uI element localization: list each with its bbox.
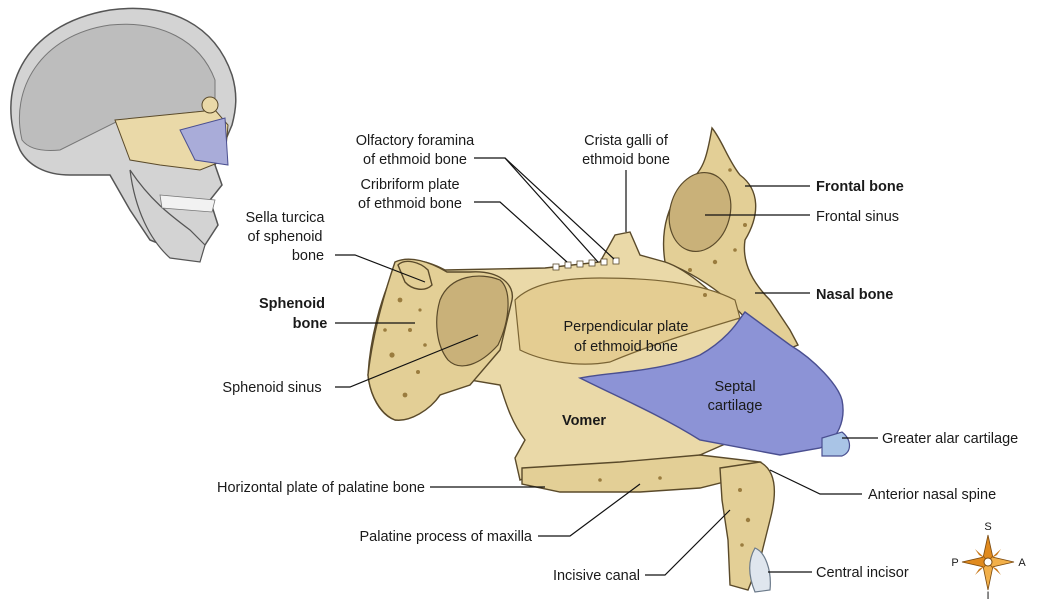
palatine-shape bbox=[521, 454, 762, 493]
compass-s: S bbox=[984, 521, 991, 533]
label-vomer: Vomer bbox=[562, 413, 606, 429]
label-horizontal-plate: Horizontal plate of palatine bone bbox=[217, 480, 425, 496]
central-incisor-shape bbox=[749, 547, 771, 593]
label-sphenoid-bone-2: bone bbox=[293, 316, 328, 332]
label-greater-alar-cartilage: Greater alar cartilage bbox=[882, 431, 1018, 447]
label-olfactory-foramina-1: Olfactory foramina bbox=[356, 133, 475, 149]
label-perpendicular-plate-1: Perpendicular plate bbox=[564, 319, 689, 335]
compass-i: I bbox=[986, 590, 989, 601]
label-olfactory-foramina-2: of ethmoid bone bbox=[363, 152, 467, 168]
label-sella-turcica-2: of sphenoid bbox=[248, 229, 323, 245]
maxilla-incisor-region bbox=[719, 461, 775, 591]
label-central-incisor: Central incisor bbox=[816, 565, 909, 581]
compass-p: P bbox=[951, 557, 958, 569]
label-sella-turcica-3: bone bbox=[292, 248, 324, 264]
label-septal-cartilage-2: cartilage bbox=[708, 398, 763, 414]
label-cribriform-plate-2: of ethmoid bone bbox=[358, 196, 462, 212]
label-frontal-bone: Frontal bone bbox=[816, 179, 904, 195]
label-incisive-canal: Incisive canal bbox=[553, 568, 640, 584]
label-sella-turcica-1: Sella turcica bbox=[246, 210, 326, 226]
label-perpendicular-plate-2: of ethmoid bone bbox=[574, 339, 678, 355]
label-sphenoid-bone-1: Sphenoid bbox=[259, 296, 325, 312]
compass-a: A bbox=[1018, 557, 1026, 569]
label-cribriform-plate-1: Cribriform plate bbox=[360, 177, 459, 193]
label-crista-galli-2: ethmoid bone bbox=[582, 152, 670, 168]
label-palatine-process: Palatine process of maxilla bbox=[360, 529, 533, 545]
septal-cartilage-shape bbox=[577, 311, 844, 456]
label-septal-cartilage-1: Septal bbox=[714, 379, 755, 395]
compass-rose: S I P A bbox=[951, 521, 1026, 602]
label-anterior-nasal-spine: Anterior nasal spine bbox=[868, 487, 996, 503]
frontal-sinus-shape bbox=[668, 171, 732, 253]
bone-texture bbox=[383, 168, 751, 547]
label-crista-galli-1: Crista galli of bbox=[584, 133, 669, 149]
label-sphenoid-sinus: Sphenoid sinus bbox=[222, 380, 321, 396]
sphenoid-sinus-shape bbox=[436, 275, 509, 367]
label-nasal-bone: Nasal bone bbox=[816, 287, 893, 303]
sella-turcica-shape bbox=[397, 260, 433, 290]
label-frontal-sinus: Frontal sinus bbox=[816, 209, 899, 225]
leader-lines bbox=[335, 157, 878, 576]
sagittal-section bbox=[367, 126, 851, 593]
skull-thumbnail bbox=[10, 7, 237, 263]
cribriform-plate-holes bbox=[552, 257, 620, 271]
labels: Olfactory foramina of ethmoid bone Crist… bbox=[217, 133, 1018, 584]
